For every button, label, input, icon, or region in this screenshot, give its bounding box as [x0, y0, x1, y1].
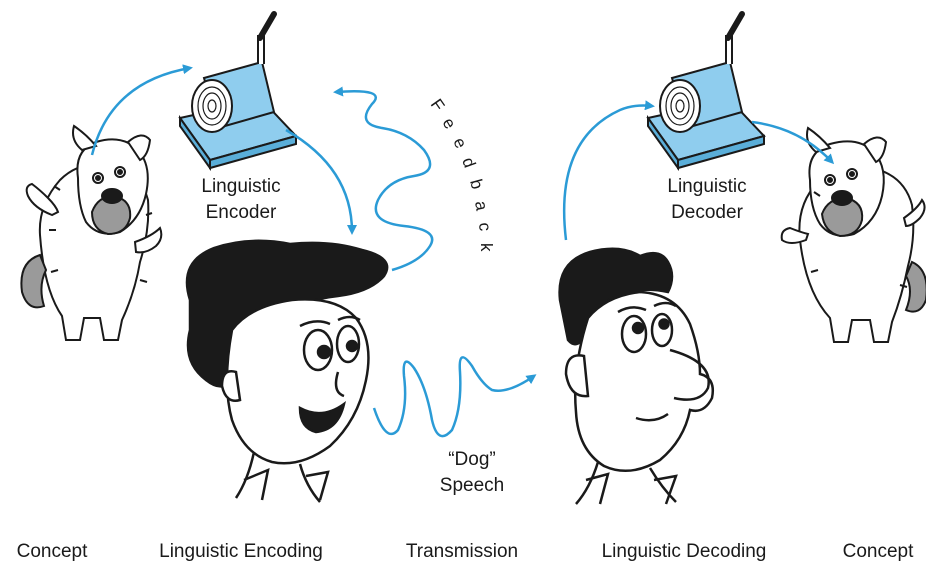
encoder-to-speaker-arrow — [286, 130, 352, 232]
stage-caption-concept-left: Concept — [17, 541, 88, 562]
feedback-letter: d — [458, 155, 479, 170]
dog-icon-right — [782, 128, 926, 342]
feedback-label: F e e d b a c k — [427, 95, 496, 252]
feedback-letter: b — [466, 177, 487, 191]
speech-label: Speech — [440, 475, 504, 496]
stage-caption-encoding: Linguistic Encoding — [159, 541, 323, 562]
stage-caption-transmission: Transmission — [406, 541, 518, 562]
feedback-letter: e — [449, 135, 470, 152]
word-label: “Dog” — [448, 449, 496, 470]
feedback-letter: k — [477, 243, 496, 252]
stage-caption-decoding: Linguistic Decoding — [602, 541, 767, 562]
decoder-device-icon — [648, 14, 764, 168]
feedback-letter: a — [471, 199, 491, 212]
speech-wave — [374, 357, 534, 436]
encoder-device-icon — [180, 14, 296, 168]
feedback-letter: e — [439, 115, 460, 133]
encoder-label-line2: Encoder — [206, 202, 277, 223]
decoder-label-line1: Linguistic — [667, 176, 746, 197]
feedback-letter: F — [427, 95, 449, 114]
decoder-label-line2: Decoder — [671, 202, 743, 223]
encoder-label-line1: Linguistic — [201, 176, 280, 197]
dog-icon-left — [21, 126, 161, 340]
feedback-wave — [336, 91, 432, 270]
listener-to-decoder-arrow — [564, 106, 652, 241]
woman-head-icon — [187, 241, 387, 502]
feedback-letter: c — [475, 222, 495, 233]
stage-caption-concept-right: Concept — [843, 541, 914, 562]
man-head-icon — [560, 249, 713, 504]
